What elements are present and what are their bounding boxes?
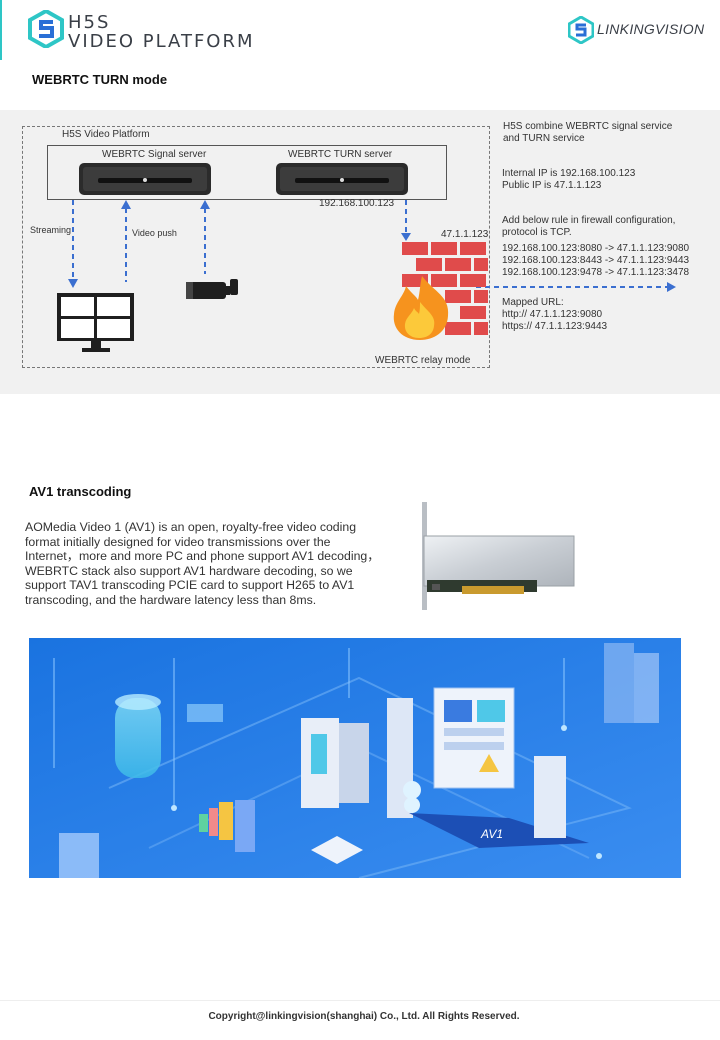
header-bar	[0, 0, 720, 60]
note-combine: H5S combine WEBRTC signal service and TU…	[503, 121, 672, 145]
note-url-http: http:// 47.1.1.123:9080	[502, 309, 603, 320]
brand-line-1: H5S	[68, 12, 111, 33]
av1-section-title: AV1 transcoding	[29, 484, 132, 499]
pcie-card-image	[422, 502, 575, 610]
turn-server-label: WEBRTC TURN server	[288, 149, 393, 160]
partner-name: LINKINGVISION	[597, 21, 705, 37]
turn-server-ip: 192.168.100.123	[319, 198, 395, 209]
note-ips: Internal IP is 192.168.100.123 Public IP…	[502, 168, 635, 192]
camera-icon	[186, 279, 238, 299]
note-url-https: https:// 47.1.1.123:9443	[502, 321, 608, 332]
footer-divider	[0, 1000, 720, 1001]
note-combine-line-2: and TURN service	[503, 133, 585, 144]
signal-server-label: WEBRTC Signal server	[102, 149, 207, 160]
av1-illustration-label: AV1	[480, 827, 503, 841]
turn-section-title: WEBRTC TURN mode	[32, 72, 168, 87]
firewall-icon	[393, 242, 488, 340]
note-mapped-url: Mapped URL: http:// 47.1.1.123:9080 http…	[502, 297, 607, 333]
flow-arrows	[68, 200, 676, 292]
note-rule-line-2: protocol is TCP.	[502, 227, 572, 238]
note-combine-line-1: H5S combine WEBRTC signal service	[503, 121, 673, 132]
platform-boundary	[22, 126, 490, 368]
linkingvision-logo-icon	[568, 16, 594, 44]
note-rule-line-1: Add below rule in firewall configuration…	[502, 215, 676, 226]
platform-label: H5S Video Platform	[62, 129, 150, 140]
note-mapping-1: 192.168.100.123:8080 -> 47.1.1.123:9080	[502, 243, 690, 254]
turn-server-icon	[276, 163, 408, 195]
signal-server-icon	[79, 163, 211, 195]
streaming-label: Streaming	[30, 225, 72, 235]
relay-mode-label: WEBRTC relay mode	[375, 355, 471, 366]
note-mapping-3: 192.168.100.123:9478 -> 47.1.1.123:3478	[502, 267, 690, 278]
footer-copyright: Copyright@linkingvision(shanghai) Co., L…	[208, 1011, 520, 1022]
note-mapped-url-label: Mapped URL:	[502, 297, 564, 308]
server-group-box	[47, 145, 447, 200]
note-internal-ip: Internal IP is 192.168.100.123	[502, 168, 636, 179]
note-port-mappings: 192.168.100.123:8080 -> 47.1.1.123:9080 …	[502, 243, 689, 279]
note-mapping-2: 192.168.100.123:8443 -> 47.1.1.123:9443	[502, 255, 690, 266]
av1-paragraph: AOMedia Video 1 (AV1) is an open, royalt…	[25, 520, 380, 607]
h5s-logo-icon	[28, 10, 64, 48]
brand-title: H5S VIDEO PLATFORM	[68, 13, 255, 51]
note-public-ip: Public IP is 47.1.1.123	[502, 180, 602, 191]
video-push-label: Video push	[132, 228, 177, 238]
av1-illustration: AV1	[29, 638, 681, 878]
note-firewall-rule: Add below rule in firewall configuration…	[502, 215, 675, 239]
brand-line-2: VIDEO PLATFORM	[68, 31, 255, 52]
monitor-icon	[57, 293, 134, 352]
turn-diagram	[0, 110, 720, 394]
public-ip-label: 47.1.1.123	[441, 229, 489, 240]
